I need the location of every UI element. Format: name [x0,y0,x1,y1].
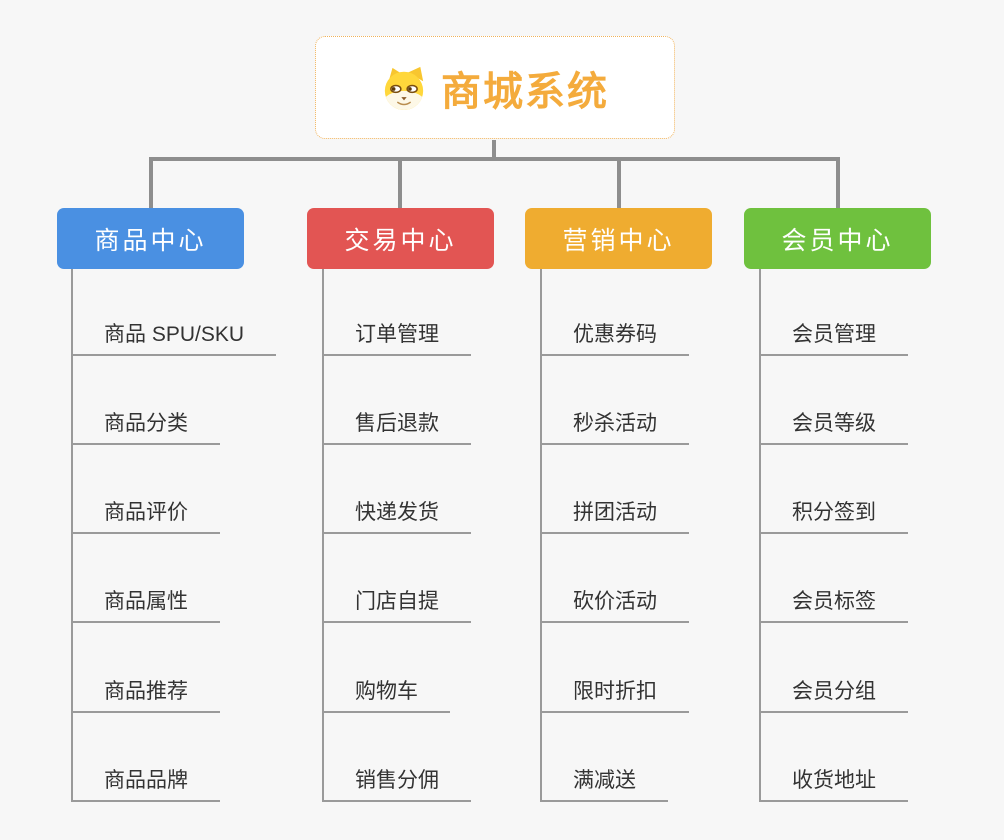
leaf-node[interactable]: 满减送 [540,768,668,802]
connector-vertical-line [759,269,761,800]
leaf-node[interactable]: 售后退款 [322,411,471,445]
leaf-node[interactable]: 商品推荐 [71,679,220,713]
leaf-node[interactable]: 快递发货 [322,500,471,534]
connector-branch-stub-product [149,161,153,208]
leaf-node[interactable]: 限时折扣 [540,679,689,713]
connector-branch-stub-member [836,161,840,208]
leaf-node[interactable]: 优惠券码 [540,322,689,356]
branch-node-member-center[interactable]: 会员中心 [744,208,931,269]
connector-branch-stub-marketing [617,161,621,208]
leaf-node[interactable]: 会员分组 [759,679,908,713]
leaf-node[interactable]: 积分签到 [759,500,908,534]
leaf-node[interactable]: 收货地址 [759,768,908,802]
branch-node-trade-center[interactable]: 交易中心 [307,208,494,269]
root-title: 商城系统 [441,69,609,114]
leaf-node[interactable]: 拼团活动 [540,500,689,534]
branch-node-product-center[interactable]: 商品中心 [57,208,244,269]
connector-vertical-line [71,269,73,800]
root-node[interactable]: 商城系统 [315,36,675,139]
leaf-node[interactable]: 砍价活动 [540,589,689,623]
branch-node-marketing-center[interactable]: 营销中心 [525,208,712,269]
leaf-node[interactable]: 商品品牌 [71,768,220,802]
leaf-node[interactable]: 门店自提 [322,589,471,623]
leaf-node[interactable]: 销售分佣 [322,768,471,802]
leaf-node[interactable]: 订单管理 [322,322,471,356]
connector-vertical-line [322,269,324,800]
connector-vertical-line [540,269,542,800]
leaf-node[interactable]: 商品 SPU/SKU [71,322,277,356]
leaf-node[interactable]: 会员管理 [759,322,908,356]
leaf-node[interactable]: 商品评价 [71,500,220,534]
connector-root-stub [492,140,496,161]
leaf-node[interactable]: 会员标签 [759,589,908,623]
connector-branch-stub-trade [398,161,402,208]
leaf-node[interactable]: 商品属性 [71,589,220,623]
leaf-node[interactable]: 会员等级 [759,411,908,445]
leaf-node[interactable]: 商品分类 [71,411,220,445]
leaf-node[interactable]: 秒杀活动 [540,411,689,445]
connector-horizontal-rail [149,157,840,161]
dog-face-icon [381,65,427,111]
leaf-node[interactable]: 购物车 [322,679,450,713]
